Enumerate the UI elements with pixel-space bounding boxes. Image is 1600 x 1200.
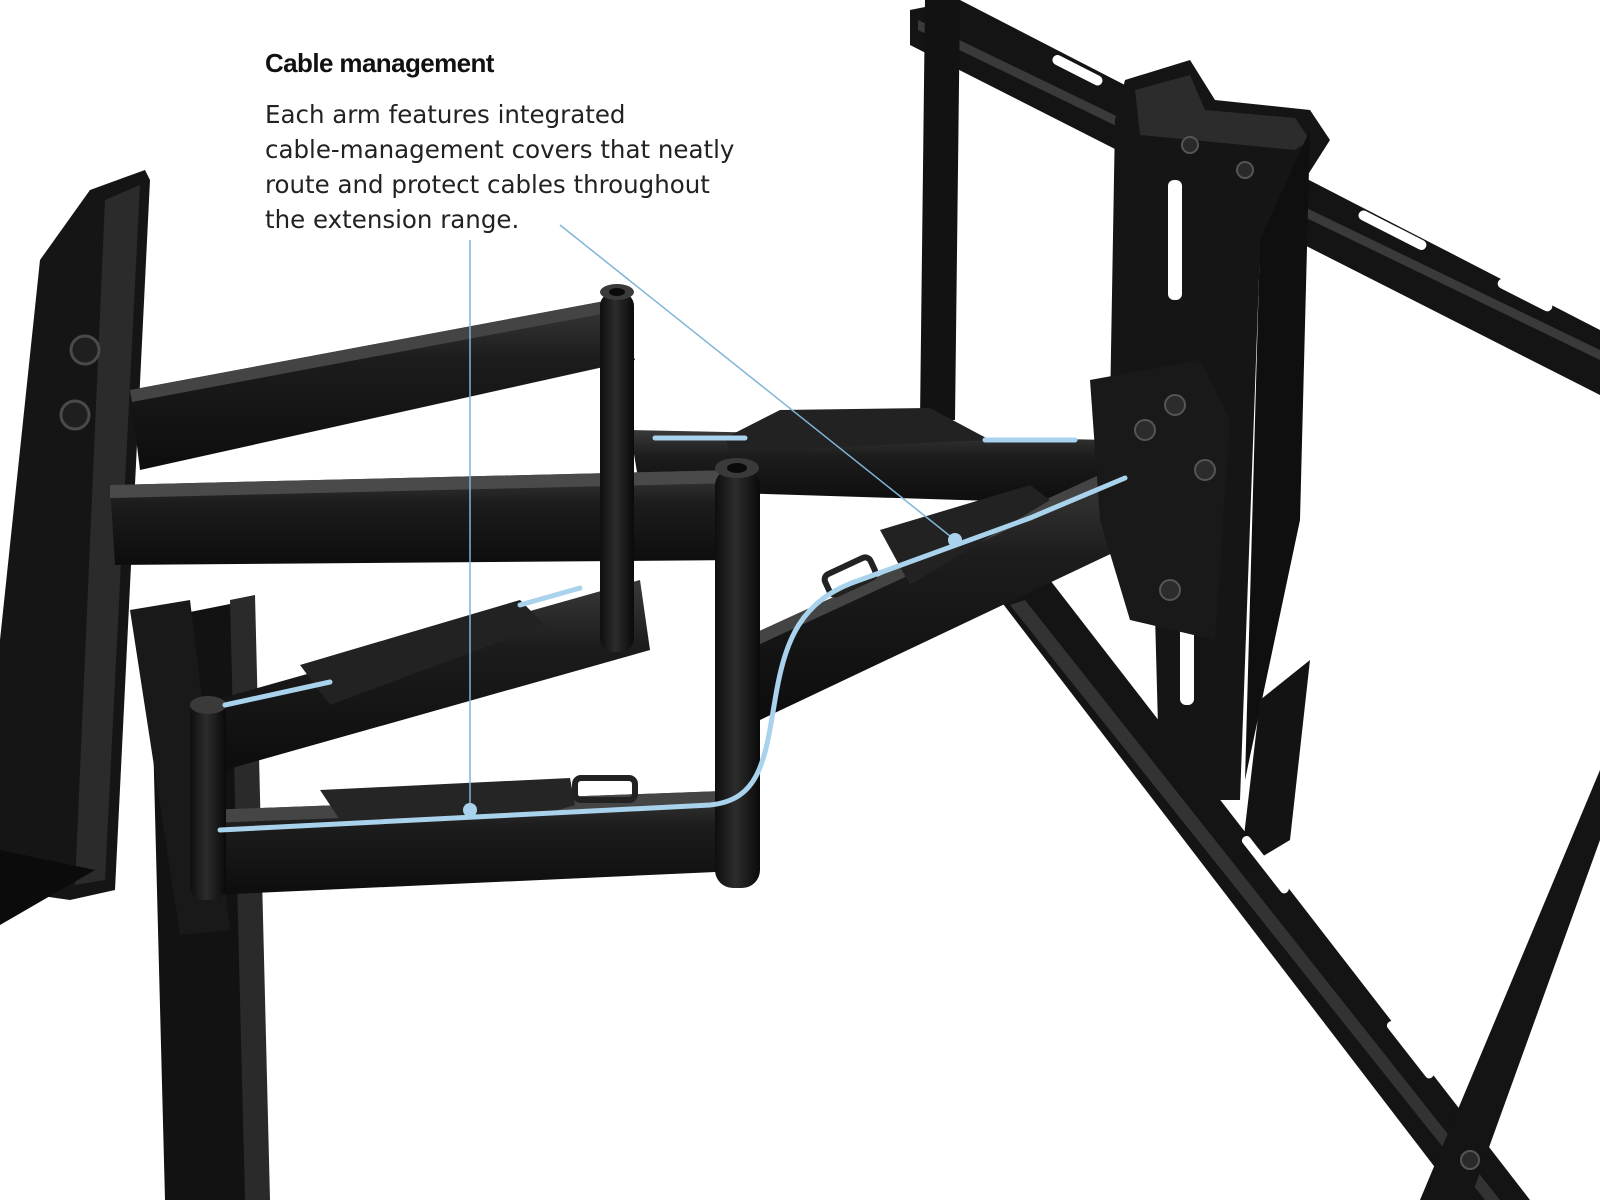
tv-bracket-frame — [910, 0, 1600, 1200]
callout-title: Cable management — [265, 48, 494, 78]
cable-management-callout: Cable management Each arm features integ… — [265, 48, 785, 237]
callout-leader-lines — [463, 224, 962, 817]
leader-dot-lower — [463, 803, 477, 817]
cable-covers — [300, 408, 1050, 820]
wall-plate — [0, 170, 270, 1200]
leader-dot-upper — [948, 533, 962, 547]
callout-body: Each arm features integrated cable-manag… — [265, 100, 735, 234]
cable-lines — [217, 435, 1128, 833]
